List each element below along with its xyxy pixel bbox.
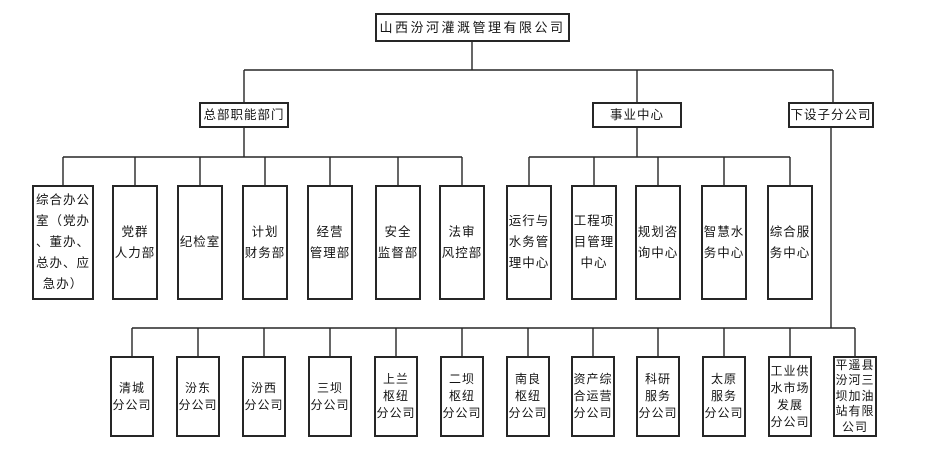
org-node-hq-departments: 总部职能部门 bbox=[199, 102, 289, 128]
org-node-shanglan-hub-branch: 上兰 枢纽 分公司 bbox=[374, 356, 418, 437]
org-node-operations-mgmt-dept: 经营 管理部 bbox=[307, 185, 353, 300]
org-node-operation-water-mgmt-center: 运行与 水务管 理中心 bbox=[506, 185, 552, 300]
org-node-fenxi-branch: 汾西 分公司 bbox=[242, 356, 286, 437]
org-node-planning-consulting-center: 规划咨 询中心 bbox=[635, 185, 681, 300]
org-node-planning-finance-dept: 计划 财务部 bbox=[242, 185, 288, 300]
org-node-industrial-water-market-branch: 工业供 水市场 发展 分公司 bbox=[768, 356, 812, 437]
org-node-nanliang-hub-branch: 南良 枢纽 分公司 bbox=[506, 356, 550, 437]
org-node-research-service-branch: 科研 服务 分公司 bbox=[636, 356, 680, 437]
org-node-party-hr-dept: 党群 人力部 bbox=[112, 185, 158, 300]
org-node-pingyao-gas-station-company: 平遥县 汾河三 坝加油 站有限 公司 bbox=[833, 356, 877, 437]
org-node-general-office: 综合办公 室（党办 、董办、 总办、应 急办） bbox=[32, 185, 94, 300]
org-node-business-center: 事业中心 bbox=[592, 102, 682, 128]
org-node-legal-risk-dept: 法审 风控部 bbox=[439, 185, 485, 300]
org-node-smart-water-center: 智慧水 务中心 bbox=[701, 185, 747, 300]
org-node-general-service-center: 综合服 务中心 bbox=[767, 185, 813, 300]
org-node-sanba-branch: 三坝 分公司 bbox=[308, 356, 352, 437]
org-node-project-mgmt-center: 工程项 目管理 中心 bbox=[571, 185, 617, 300]
org-node-subsidiaries: 下设子分公司 bbox=[788, 102, 874, 128]
org-node-asset-operation-branch: 资产综 合运营 分公司 bbox=[571, 356, 615, 437]
org-node-discipline-office: 纪检室 bbox=[177, 185, 223, 300]
org-node-qingcheng-branch: 清城 分公司 bbox=[110, 356, 154, 437]
org-node-root: 山西汾河灌溉管理有限公司 bbox=[375, 13, 570, 42]
org-node-safety-supervision-dept: 安全 监督部 bbox=[375, 185, 421, 300]
org-node-fendong-branch: 汾东 分公司 bbox=[176, 356, 220, 437]
org-node-erba-hub-branch: 二坝 枢纽 分公司 bbox=[440, 356, 484, 437]
org-node-taiyuan-service-branch: 太原 服务 分公司 bbox=[702, 356, 746, 437]
